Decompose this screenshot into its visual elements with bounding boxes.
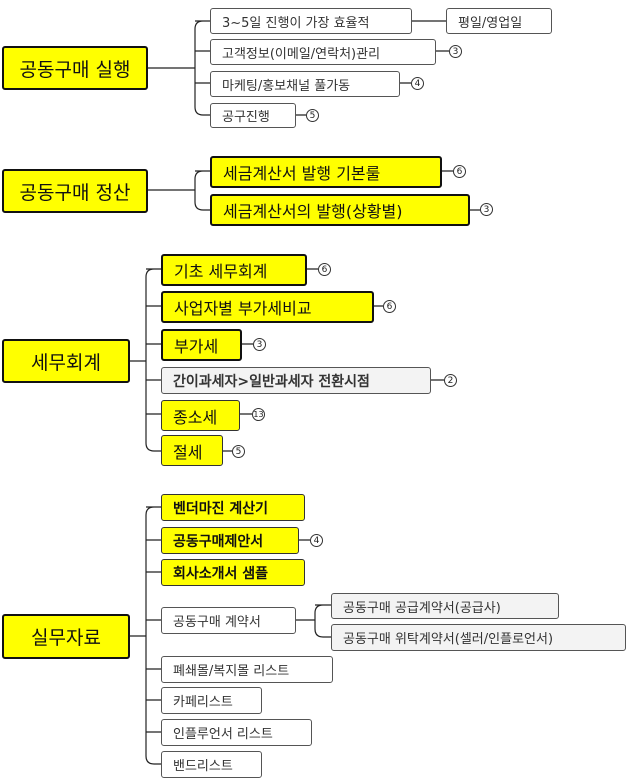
node-proposal[interactable]: 공동구매제안서 — [161, 527, 299, 554]
node-label: 실무자료 — [31, 627, 101, 649]
node-influencer-list[interactable]: 인플루언서 리스트 — [161, 719, 312, 746]
node-consignment-contract[interactable]: 공동구매 위탁계약서(셀러/인플로언서) — [331, 624, 626, 651]
node-label: 공동구매제안서 — [173, 533, 264, 550]
node-label: 밴드리스트 — [173, 759, 233, 774]
count-badge[interactable]: 6 — [453, 165, 466, 178]
node-tax-invoice-rules[interactable]: 세금계산서 발행 기본룰 — [210, 156, 442, 188]
node-label: 공구진행 — [222, 110, 270, 125]
node-label: 간이과세자>일반과세자 전환시점 — [173, 373, 370, 390]
node-band-list[interactable]: 밴드리스트 — [161, 751, 262, 778]
node-vat-comparison[interactable]: 사업자별 부가세비교 — [161, 291, 374, 323]
node-label: 카페리스트 — [173, 695, 233, 710]
count-badge[interactable]: 6 — [383, 300, 396, 313]
count-badge[interactable]: 3 — [253, 338, 266, 351]
node-supply-contract[interactable]: 공동구매 공급계약서(공급사) — [331, 593, 559, 619]
node-group-buy-contract[interactable]: 공동구매 계약서 — [161, 607, 296, 634]
count-badge[interactable]: 4 — [411, 77, 424, 90]
node-tax-saving[interactable]: 절세 — [161, 435, 223, 466]
node-label: 종소세 — [173, 407, 218, 427]
node-vat[interactable]: 부가세 — [161, 329, 242, 361]
node-label: 세무회계 — [31, 351, 101, 374]
node-label: 사업자별 부가세비교 — [174, 299, 312, 318]
node-label: 공동구매 실행 — [19, 58, 131, 81]
root-node-tax-accounting[interactable]: 세무회계 — [2, 339, 130, 383]
node-company-intro-sample[interactable]: 회사소개서 샘플 — [161, 559, 305, 586]
node-income-tax[interactable]: 종소세 — [161, 400, 240, 431]
node-group-buy-progress[interactable]: 공구진행 — [210, 103, 296, 128]
node-label: 마케팅/홍보채널 풀가동 — [222, 78, 351, 94]
node-basic-tax[interactable]: 기초 세무회계 — [161, 254, 307, 286]
node-marketing[interactable]: 마케팅/홍보채널 풀가동 — [210, 71, 400, 97]
root-node-practical-materials[interactable]: 실무자료 — [2, 614, 130, 659]
node-label: 부가세 — [174, 337, 219, 356]
count-badge[interactable]: 3 — [449, 45, 462, 58]
node-label: 기초 세무회계 — [174, 262, 268, 281]
node-label: 공동구매 계약서 — [173, 615, 261, 630]
node-weekday[interactable]: 평일/영업일 — [446, 8, 552, 34]
node-label: 세금계산서 발행 기본룰 — [223, 164, 381, 183]
node-vendor-margin-calculator[interactable]: 벤더마진 계산기 — [161, 494, 305, 521]
node-taxpayer-conversion[interactable]: 간이과세자>일반과세자 전환시점 — [161, 367, 431, 394]
node-closed-mall-list[interactable]: 폐쇄몰/복지몰 리스트 — [161, 656, 333, 683]
node-label: 공동구매 공급계약서(공급사) — [343, 600, 501, 616]
node-label: 폐쇄몰/복지몰 리스트 — [173, 664, 290, 679]
count-badge[interactable]: 5 — [232, 445, 245, 458]
node-customer-info[interactable]: 고객정보(이메일/연락처)관리 — [210, 39, 436, 65]
node-label: 평일/영업일 — [458, 15, 523, 31]
node-label: 공동구매 위탁계약서(셀러/인플로언서) — [343, 632, 554, 647]
count-badge[interactable]: 13 — [252, 408, 265, 421]
root-node-group-buy-settlement[interactable]: 공동구매 정산 — [2, 169, 148, 213]
count-badge[interactable]: 4 — [310, 534, 323, 547]
node-label: 회사소개서 샘플 — [173, 565, 269, 582]
node-label: 벤더마진 계산기 — [173, 500, 269, 517]
node-tax-invoice-situations[interactable]: 세금계산서의 발행(상황별) — [210, 194, 470, 226]
node-label: 공동구매 정산 — [19, 181, 131, 204]
node-3-5-days[interactable]: 3~5일 진행이 가장 효율적 — [210, 8, 412, 34]
count-badge[interactable]: 6 — [318, 263, 331, 276]
node-cafe-list[interactable]: 카페리스트 — [161, 687, 262, 714]
root-node-group-buy-execution[interactable]: 공동구매 실행 — [2, 46, 148, 90]
count-badge[interactable]: 5 — [306, 109, 319, 122]
count-badge[interactable]: 3 — [480, 203, 493, 216]
node-label: 3~5일 진행이 가장 효율적 — [222, 15, 370, 31]
node-label: 인플루언서 리스트 — [173, 727, 273, 742]
count-badge[interactable]: 2 — [444, 374, 457, 387]
node-label: 세금계산서의 발행(상황별) — [223, 202, 403, 221]
node-label: 고객정보(이메일/연락처)관리 — [222, 46, 381, 62]
node-label: 절세 — [173, 442, 203, 462]
